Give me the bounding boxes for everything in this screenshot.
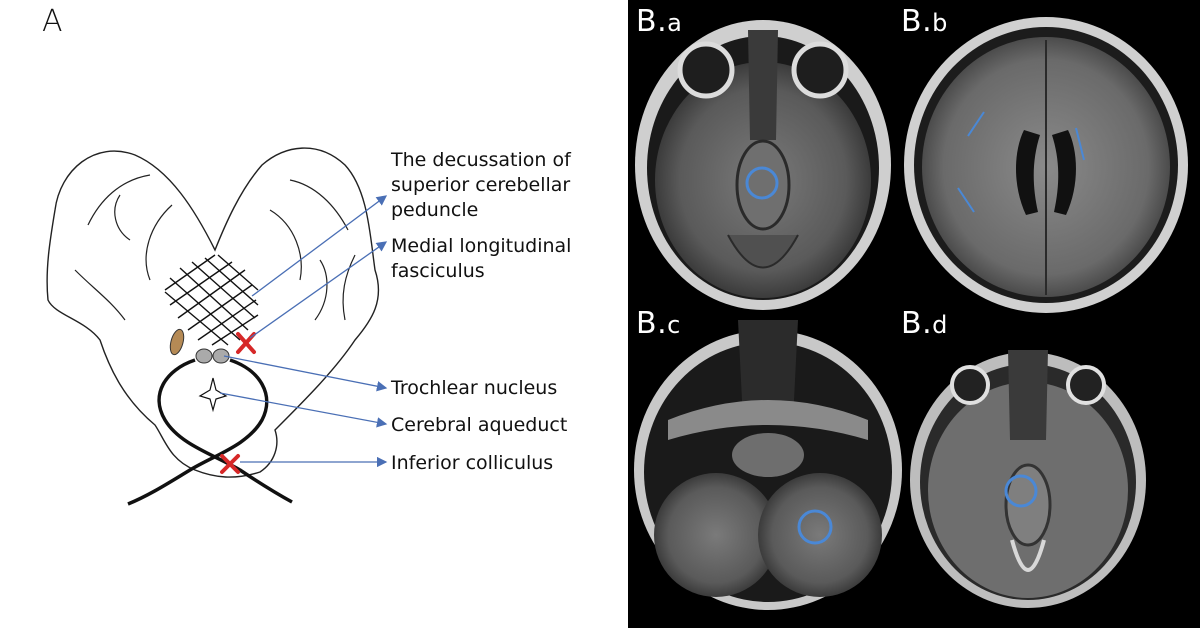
arrow-mlf <box>249 241 388 339</box>
folia-left <box>87 174 151 226</box>
label-bd: B.d <box>901 306 948 341</box>
folia-left-3 <box>114 194 131 241</box>
label-bd-sub: d <box>932 311 948 339</box>
folia-right-2 <box>269 209 302 281</box>
scp-decussation <box>164 254 259 346</box>
label-mlf-line1: Medial longitudinal <box>391 235 571 257</box>
label-ba: B.a <box>636 4 682 39</box>
label-ba-sub: a <box>667 9 683 37</box>
panel-a-schematic: A <box>42 4 573 506</box>
label-bd-main: B. <box>901 306 933 341</box>
mri-images <box>634 17 1188 610</box>
label-cerebral-aqueduct: Cerebral aqueduct <box>391 414 567 436</box>
mri-image-ba <box>635 20 891 310</box>
trochlear-nucleus-left <box>195 348 213 364</box>
inferior-colliculus-lesion-x <box>220 454 240 474</box>
midbrain-diagram: The decussation of superior cerebellar p… <box>46 147 572 506</box>
folia-left-4 <box>74 269 126 321</box>
midbrain-outline <box>46 147 380 478</box>
label-bb: B.b <box>901 4 948 39</box>
label-bb-sub: b <box>932 9 948 37</box>
label-bb-main: B. <box>901 4 933 39</box>
folia-right-4 <box>342 254 356 321</box>
mri-image-bb <box>904 17 1188 313</box>
trochlear-nucleus-right <box>212 348 230 364</box>
label-bc: B.c <box>636 306 681 341</box>
arrow-trochlear <box>223 355 388 392</box>
folia-right-3 <box>314 259 328 321</box>
mri-image-bd <box>910 350 1146 608</box>
label-trochlear-nucleus: Trochlear nucleus <box>390 377 557 399</box>
trochlear-nerve-decussation <box>127 358 293 506</box>
left-nucleus-oval <box>169 328 185 356</box>
lesion-circle-bd <box>1004 474 1038 508</box>
wm-lesion-arrow-3 <box>1075 127 1085 161</box>
label-scp-line3: peduncle <box>391 199 478 221</box>
label-bc-sub: c <box>667 311 681 339</box>
lesion-circle-ba <box>745 166 779 200</box>
arrow-aqueduct <box>219 392 388 428</box>
label-inferior-colliculus: Inferior colliculus <box>391 452 553 474</box>
wm-lesion-arrow-2 <box>957 187 975 213</box>
panel-a-letter: A <box>42 4 63 39</box>
panel-b-mri-grid: B.a B.b B.c B.d <box>628 0 1200 628</box>
label-scp-line2: superior cerebellar <box>391 174 570 196</box>
mri-image-bc <box>634 320 902 610</box>
arrow-scp <box>251 195 388 297</box>
lesion-circle-bc <box>797 509 833 545</box>
label-scp-line1: The decussation of <box>390 149 572 171</box>
wm-lesion-arrow-1 <box>967 111 985 137</box>
cerebral-aqueduct-shape <box>198 377 228 413</box>
label-ba-main: B. <box>636 4 668 39</box>
folia-left-2 <box>145 204 173 281</box>
label-mlf-line2: fasciculus <box>391 260 485 282</box>
label-bc-main: B. <box>636 306 668 341</box>
folia-right <box>289 179 349 231</box>
